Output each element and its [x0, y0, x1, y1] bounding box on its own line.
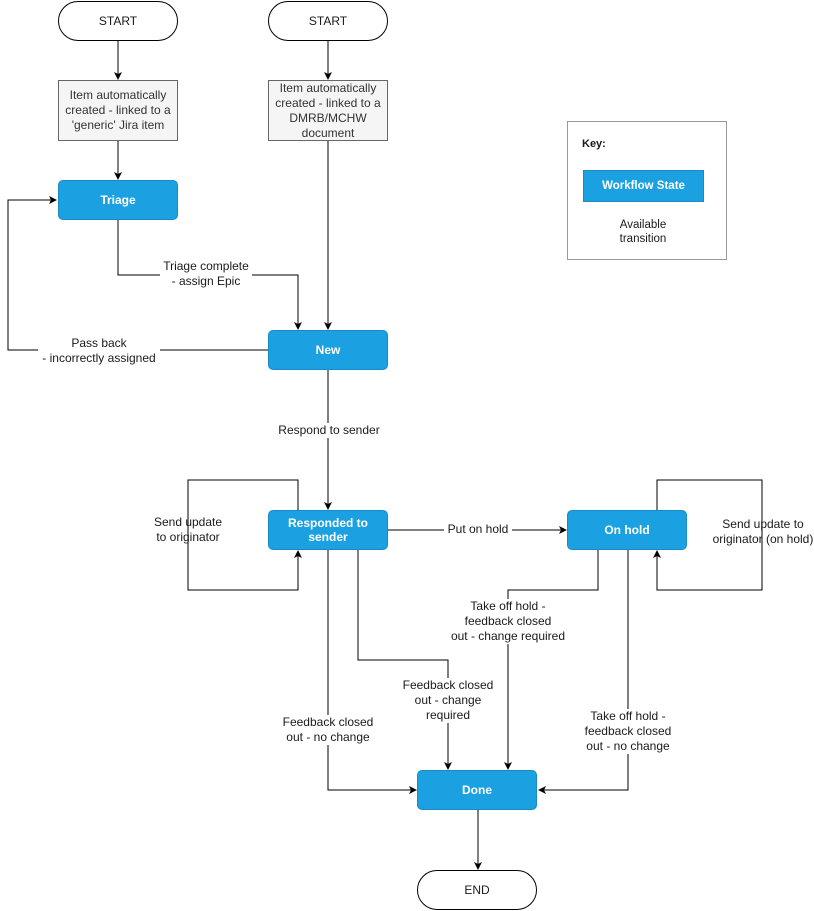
- edge-label-put-on-hold: Put on hold: [444, 522, 512, 537]
- new-label: New: [315, 343, 341, 357]
- auto-generic-node: Item automatically created - linked to a…: [58, 80, 178, 141]
- on-hold-label: On hold: [604, 523, 650, 537]
- triage-state: Triage: [58, 180, 178, 220]
- start-left-label: START: [98, 14, 138, 28]
- edge-label-send-update-on-hold: Send update to originator (on hold): [712, 517, 814, 546]
- arrow-responded-self-loop: [187, 479, 302, 591]
- done-state: Done: [417, 770, 537, 810]
- responded-state: Responded to sender: [268, 510, 388, 550]
- auto-dmrb-node: Item automatically created - linked to a…: [268, 80, 388, 141]
- legend-state-label: Workflow State: [602, 180, 685, 192]
- end-node: END: [417, 870, 537, 910]
- arrow-on-hold-to-done-no-change: [538, 550, 629, 794]
- start-right-node: START: [268, 1, 388, 41]
- edge-label-triage-complete: Triage complete - assign Epic: [160, 259, 252, 289]
- arrow-responded-to-done-no-change: [327, 550, 417, 794]
- edge-label-feedback-closed-change: Feedback closed out - change required: [400, 678, 496, 723]
- legend-title: Key:: [582, 138, 606, 150]
- on-hold-state: On hold: [567, 510, 687, 550]
- edge-label-feedback-closed-no-change: Feedback closed out - no change: [280, 715, 376, 745]
- edge-label-respond-to-sender: Respond to sender: [276, 423, 382, 438]
- triage-label: Triage: [100, 193, 136, 207]
- auto-dmrb-label: Item automatically created - linked to a…: [275, 80, 381, 140]
- auto-generic-label: Item automatically created - linked to a…: [65, 88, 171, 132]
- arrow-on-hold-to-done-change: [504, 550, 599, 770]
- new-state: New: [268, 330, 388, 370]
- done-label: Done: [462, 783, 492, 797]
- edge-label-take-off-hold-change: Take off hold - feedback closed out - ch…: [446, 599, 570, 644]
- start-left-node: START: [58, 1, 178, 41]
- end-label: END: [464, 883, 490, 897]
- edge-label-pass-back: Pass back - incorrectly assigned: [38, 336, 160, 366]
- legend-transition-label: Available transition: [619, 219, 667, 245]
- start-right-label: START: [308, 14, 348, 28]
- edge-label-send-update-originator: Send update to originator: [153, 515, 223, 544]
- responded-label: Responded to sender: [288, 516, 368, 544]
- legend-state-swatch: Workflow State: [583, 170, 704, 202]
- legend-box: Key: Workflow State Available transition: [567, 121, 727, 260]
- edge-label-take-off-hold-no-change: Take off hold - feedback closed out - no…: [580, 709, 676, 754]
- arrow-on-hold-self-loop: [653, 479, 763, 591]
